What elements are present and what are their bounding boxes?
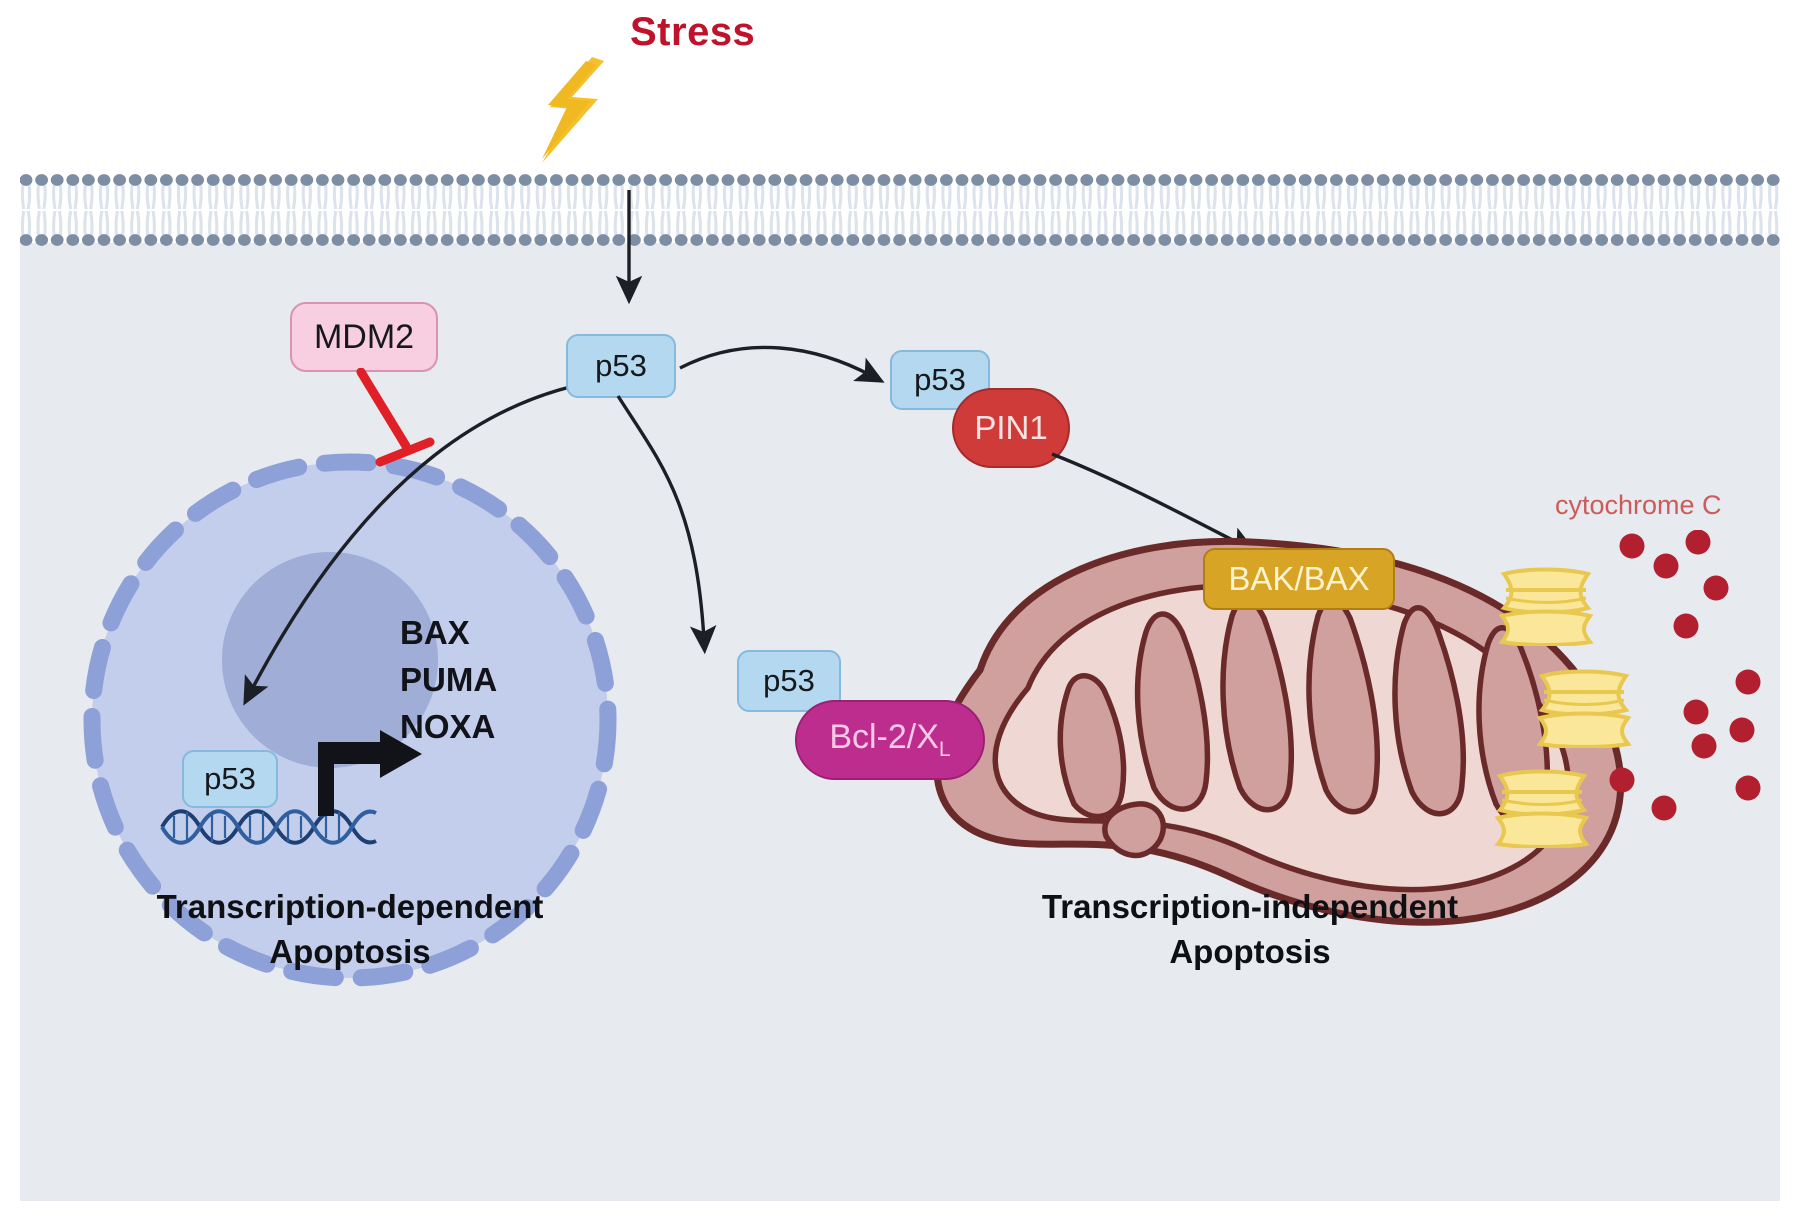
p53-node-pin1-complex[interactable]: p53 <box>890 350 990 410</box>
mdm2-node[interactable]: MDM2 <box>290 302 438 372</box>
p53-to-nucleus-arrow <box>200 375 620 745</box>
cytochrome-c-particle-icon <box>1619 533 1645 559</box>
cytochrome-c-particle-icon <box>1703 575 1729 601</box>
caption-right: Transcription-independent Apoptosis <box>900 885 1600 974</box>
p53-cytosol-label: p53 <box>595 348 647 383</box>
transcription-arrow-icon <box>310 720 430 820</box>
cytochrome-c-label: cytochrome C <box>1555 490 1722 520</box>
cytochrome-c-particle-icon <box>1691 733 1717 759</box>
p53-to-pin1-arrow <box>676 340 906 410</box>
bcl2-subscript: L <box>938 737 951 761</box>
cytochrome-c-particle-icon <box>1609 767 1635 793</box>
gene-puma: PUMA <box>400 660 498 698</box>
membrane-pore-icon <box>1488 768 1598 848</box>
inhibition-arrow-icon <box>352 368 462 478</box>
p53-node-cytosol[interactable]: p53 <box>566 334 676 398</box>
bcl2-xl-node[interactable]: Bcl-2/XL <box>795 700 985 780</box>
cytochrome-c-particle-icon <box>1685 530 1711 555</box>
membrane-pore-icon <box>1492 566 1602 646</box>
caption-right-line1: Transcription-independent <box>1041 888 1459 925</box>
dna-double-helix <box>160 800 380 854</box>
caption-left-line1: Transcription-dependent <box>156 888 544 925</box>
cell-membrane <box>20 172 1780 248</box>
bcl2-xl-label: Bcl-2/XL <box>829 718 950 762</box>
membrane-pore-icon <box>1530 668 1640 748</box>
p53-node-bcl2-complex[interactable]: p53 <box>737 650 841 712</box>
cytochrome-c-particle-icon <box>1735 775 1761 801</box>
caption-left: Transcription-dependent Apoptosis <box>40 885 660 974</box>
nucleus <box>70 440 630 1000</box>
bakbax-node[interactable]: BAK/BAX <box>1203 548 1395 610</box>
caption-right-line2: Apoptosis <box>1169 932 1331 970</box>
p53-nucleus-label: p53 <box>204 761 256 796</box>
lightning-bolt-icon <box>520 55 630 165</box>
cytochrome-c-particle-icon <box>1653 553 1679 579</box>
gene-target-list: BAX PUMA NOXA <box>400 610 497 751</box>
bcl2-text: Bcl-2/X <box>829 718 939 757</box>
gene-bax: BAX <box>400 614 470 651</box>
pin1-label: PIN1 <box>974 409 1048 446</box>
mdm2-label: MDM2 <box>313 317 415 356</box>
cytochrome-c-particle-icon <box>1729 717 1755 743</box>
pin1-to-bakbax-arrow <box>1048 450 1278 570</box>
stress-to-p53-arrow <box>600 186 680 306</box>
p53-pin1-label: p53 <box>914 362 966 397</box>
p53-to-bcl2-arrow <box>600 392 770 672</box>
cytochrome-c-particles <box>1600 530 1800 900</box>
bakbax-label: BAK/BAX <box>1228 560 1370 597</box>
cytochrome-c-particle-icon <box>1651 795 1677 821</box>
cytochrome-c-particle-icon <box>1683 699 1709 725</box>
cytochrome-c-particle-icon <box>1735 669 1761 695</box>
p53-bcl2-label: p53 <box>763 663 815 698</box>
cytochrome-c-particle-icon <box>1673 613 1699 639</box>
gene-noxa: NOXA <box>400 707 496 745</box>
stress-label: Stress <box>630 10 756 54</box>
nucleolus <box>222 552 438 768</box>
caption-left-line2: Apoptosis <box>269 932 431 970</box>
mitochondrion <box>860 520 1660 940</box>
pin1-node[interactable]: PIN1 <box>952 388 1070 468</box>
p53-node-nucleus[interactable]: p53 <box>182 750 278 808</box>
